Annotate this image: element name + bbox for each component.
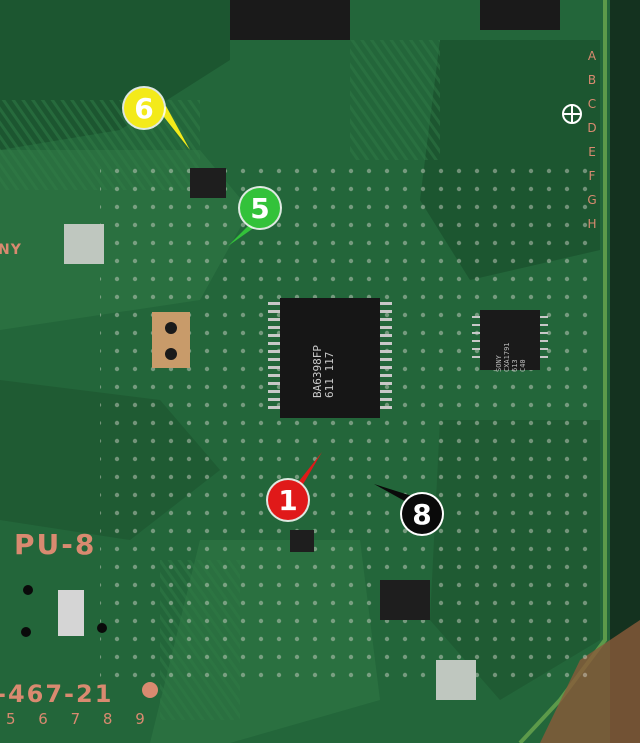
solder-pads [100, 160, 600, 680]
right-chip-line: CXA1791 [503, 342, 511, 372]
right-chip-line: C40 [519, 359, 527, 372]
column-letter: B [587, 73, 597, 87]
right-chip-line: 613 [511, 359, 519, 372]
part-number: -467-21 [0, 680, 114, 708]
column-letter: D [587, 121, 597, 135]
chip-ba6398fp [280, 298, 380, 418]
mounting-hole [23, 585, 33, 595]
callout-marker-6: 6 [124, 88, 164, 128]
right-chip-text: SONY CXA1791 613 C40 [495, 342, 527, 372]
main-chip-text: BA6398FP 611 117 [311, 345, 336, 398]
column-letter: H [587, 217, 597, 231]
column-letter: E [588, 145, 596, 159]
callout-marker-1: 1 [268, 480, 308, 520]
column-letter: C [587, 97, 597, 111]
silk-dot [142, 682, 158, 698]
callout-marker-8: 8 [402, 494, 442, 534]
trimmer-pot-left [64, 224, 104, 264]
mounting-hole [97, 623, 107, 633]
column-letter: F [588, 169, 596, 183]
chip-small-top [190, 168, 226, 198]
column-letter: A [587, 49, 597, 63]
column-letter: G [587, 193, 597, 207]
chip-right-pins [472, 316, 548, 358]
right-chip-line: SONY [495, 355, 503, 372]
main-chip-line: 611 117 [323, 351, 336, 398]
chip-top [230, 0, 350, 40]
chip-right [480, 310, 540, 370]
connector-corner [540, 620, 640, 743]
transistor-bottom [380, 580, 430, 620]
digit-row: 5 6 7 8 9 [6, 710, 154, 728]
trace-bundle-top [350, 40, 440, 160]
connector-left [58, 590, 84, 636]
chip-ba6398fp-pins [268, 302, 392, 409]
board-margin [610, 0, 640, 743]
model-label: PU-8 [14, 528, 97, 561]
trimmer-pot-bottom [436, 660, 476, 700]
chip-top-right [480, 0, 560, 30]
mounting-hole [21, 627, 31, 637]
brand-fragment: NY [0, 242, 22, 258]
component-small [290, 530, 314, 552]
callout-marker-5: 5 [240, 188, 280, 228]
